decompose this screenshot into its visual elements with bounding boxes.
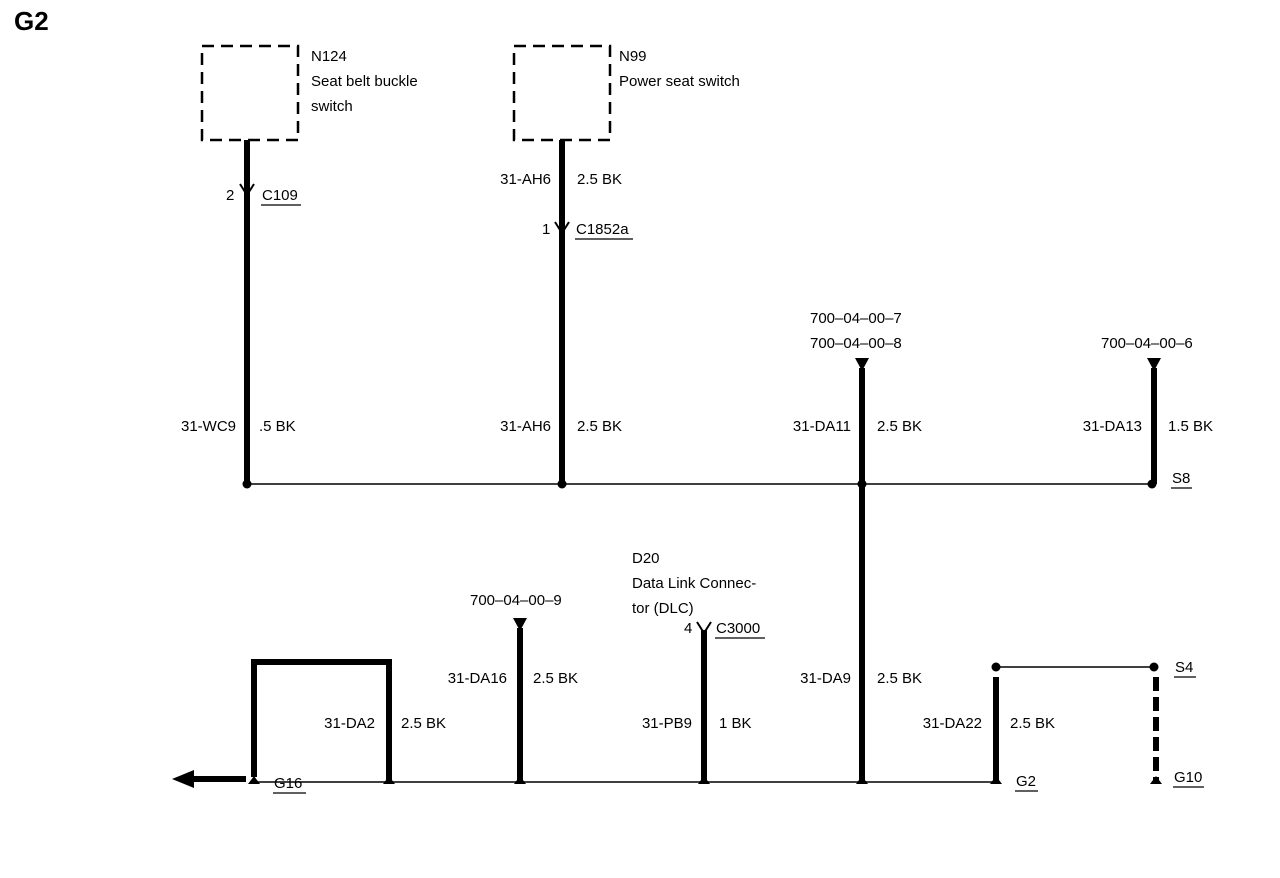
c1852a-pin: 1	[542, 221, 550, 238]
g2-ground-label: G2	[1016, 773, 1036, 790]
ah6-top-spec: 2.5 BK	[577, 171, 622, 188]
d20-id: D20	[632, 550, 660, 567]
da22-circuit: 31-DA22	[923, 715, 982, 732]
ground-terminal	[856, 776, 868, 784]
d20-name-line1: Data Link Connec-	[632, 575, 756, 592]
c3000-connector-label: C3000	[716, 620, 760, 637]
splice-dot	[1147, 479, 1157, 489]
c3000-pin: 4	[684, 620, 692, 637]
n124-id: N124	[311, 48, 347, 65]
da11-spec: 2.5 BK	[877, 418, 922, 435]
wc9-spec: .5 BK	[259, 418, 296, 435]
c109-connector-symbol	[239, 183, 255, 197]
da16-circuit: 31-DA16	[448, 670, 507, 687]
n99-id: N99	[619, 48, 647, 65]
c109-connector-label: C109	[262, 187, 298, 204]
da2-circuit: 31-DA2	[324, 715, 375, 732]
ground-terminal	[248, 776, 260, 784]
c1852a-connector-symbol	[554, 221, 570, 235]
n124-name-line1: Seat belt buckle	[311, 73, 418, 90]
pb9-circuit: 31-PB9	[642, 715, 692, 732]
ah6-spec: 2.5 BK	[577, 418, 622, 435]
n124-name-line2: switch	[311, 98, 353, 115]
da11-terminal-arrow	[855, 358, 869, 371]
ref-700-04-00-8: 700–04–00–8	[810, 335, 902, 352]
wc9-circuit: 31-WC9	[181, 418, 236, 435]
da16-terminal-arrow	[513, 618, 527, 631]
ref-700-04-00-6: 700–04–00–6	[1101, 335, 1193, 352]
da9-circuit: 31-DA9	[800, 670, 851, 687]
pb9-spec: 1 BK	[719, 715, 752, 732]
n124-component-box	[200, 44, 300, 142]
c1852a-connector-label: C1852a	[576, 221, 629, 238]
ground-terminal	[698, 776, 710, 784]
g16-ground-label: G16	[274, 775, 302, 792]
ah6-circuit: 31-AH6	[500, 418, 551, 435]
ah6-top-circuit: 31-AH6	[500, 171, 551, 188]
c109-pin: 2	[226, 187, 234, 204]
da22-spec: 2.5 BK	[1010, 715, 1055, 732]
da2-spec: 2.5 BK	[401, 715, 446, 732]
ground-terminal	[1150, 776, 1162, 784]
ref-700-04-00-9: 700–04–00–9	[470, 592, 562, 609]
wire-da2	[251, 659, 392, 782]
page-title: G2	[14, 6, 49, 36]
s4-splice-label: S4	[1175, 659, 1193, 676]
ground-terminal	[990, 776, 1002, 784]
d20-name-line2: tor (DLC)	[632, 600, 694, 617]
splice-dot	[1149, 662, 1159, 672]
da13-terminal-arrow	[1147, 358, 1161, 371]
splice-dot	[557, 479, 567, 489]
da9-spec: 2.5 BK	[877, 670, 922, 687]
ref-700-04-00-7: 700–04–00–7	[810, 310, 902, 327]
da11-circuit: 31-DA11	[793, 418, 851, 435]
da16-spec: 2.5 BK	[533, 670, 578, 687]
s8-splice-label: S8	[1172, 470, 1190, 487]
ground-terminal	[383, 776, 395, 784]
left-arrow-icon	[172, 770, 194, 788]
n99-name-line1: Power seat switch	[619, 73, 740, 90]
da13-circuit: 31-DA13	[1083, 418, 1142, 435]
ground-terminal	[514, 776, 526, 784]
splice-dot	[242, 479, 252, 489]
g10-ground-label: G10	[1174, 769, 1202, 786]
da13-spec: 1.5 BK	[1168, 418, 1213, 435]
n99-component-box	[512, 44, 612, 142]
